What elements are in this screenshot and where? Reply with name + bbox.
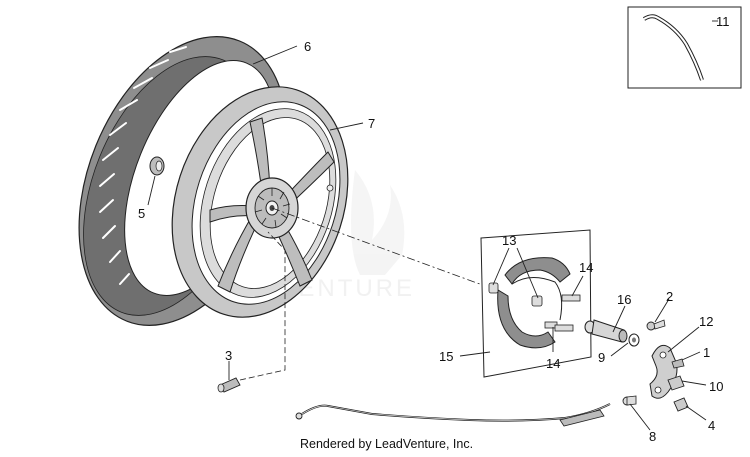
brake-cable (295, 403, 611, 427)
callout-13: 13 (502, 233, 516, 248)
pin-part-8 (622, 395, 637, 406)
callout-12: 12 (699, 314, 713, 329)
callout-5: 5 (138, 206, 145, 221)
nut-part-4 (673, 397, 689, 412)
callout-15: 15 (439, 349, 453, 364)
callout-3: 3 (225, 348, 232, 363)
bolt-part-2 (646, 319, 666, 331)
render-credit: Rendered by LeadVenture, Inc. (300, 437, 473, 451)
nut-part-10 (667, 375, 685, 391)
callout-16: 16 (617, 292, 631, 307)
brake-cam-part-16 (584, 319, 640, 347)
brake-lever-part-12 (649, 344, 685, 399)
callout-10: 10 (709, 379, 723, 394)
callout-11: 11 (716, 14, 730, 29)
wheel-rim (171, 86, 349, 318)
brake-shoe-assembly (480, 229, 592, 378)
callout-4: 4 (708, 418, 715, 433)
callout-1: 1 (703, 345, 710, 360)
callout-14-lower: 14 (546, 356, 560, 371)
callout-14-upper: 14 (579, 260, 593, 275)
callout-9: 9 (598, 350, 605, 365)
bolt-part-3 (217, 231, 286, 393)
callout-2: 2 (666, 289, 673, 304)
callout-6: 6 (304, 39, 311, 54)
inset-box-part-11 (627, 6, 742, 89)
callout-8: 8 (649, 429, 656, 444)
leader-lines (147, 20, 718, 431)
callout-labels: 6 7 5 3 13 14 14 15 16 9 2 12 1 10 4 8 1… (138, 14, 730, 444)
callout-7: 7 (368, 116, 375, 131)
